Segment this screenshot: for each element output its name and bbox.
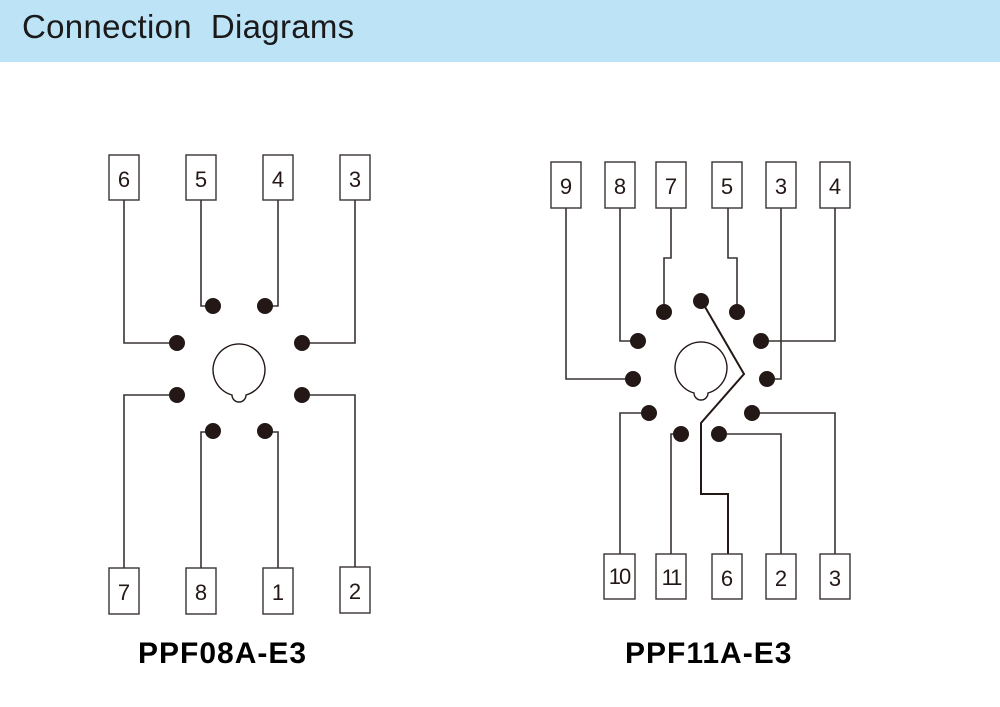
terminal-box: 10 bbox=[603, 553, 636, 600]
header-banner: Connection Diagrams bbox=[0, 0, 1000, 62]
terminal-box: 6 bbox=[108, 154, 140, 201]
pin bbox=[205, 298, 221, 314]
terminal-box: 5 bbox=[711, 161, 743, 209]
terminal-box: 4 bbox=[262, 154, 294, 201]
terminal-label: 5 bbox=[721, 174, 733, 199]
pin bbox=[205, 423, 221, 439]
pin bbox=[257, 423, 273, 439]
terminal-box: 2 bbox=[339, 566, 371, 614]
terminal-box: 11 bbox=[655, 553, 687, 600]
terminal-label: 9 bbox=[560, 174, 572, 199]
terminal-box: 9 bbox=[550, 161, 582, 209]
wire-5 bbox=[200, 200, 213, 307]
terminal-box: 3 bbox=[765, 161, 797, 209]
pin bbox=[625, 371, 641, 387]
pin bbox=[711, 426, 727, 442]
pin bbox=[169, 335, 185, 351]
pin bbox=[693, 293, 709, 309]
terminal-box: 7 bbox=[655, 161, 687, 209]
wire-7 bbox=[123, 394, 177, 571]
pin bbox=[257, 298, 273, 314]
terminal-label: 3 bbox=[829, 566, 841, 591]
terminal-box: 1 bbox=[262, 567, 294, 615]
wire-9 bbox=[565, 208, 633, 380]
diagram-ppf11a: 9 8 7 5 3 4 10 11 6 2 3 bbox=[550, 161, 851, 600]
pin bbox=[656, 304, 672, 320]
model-label-ppf08a: PPF08A-E3 bbox=[138, 637, 308, 670]
pin bbox=[630, 333, 646, 349]
terminal-label: 1 bbox=[272, 580, 284, 605]
wire-8 bbox=[619, 208, 638, 342]
terminal-box: 4 bbox=[819, 161, 851, 209]
terminal-label: 3 bbox=[775, 174, 787, 199]
terminal-box: 7 bbox=[108, 567, 140, 615]
pin bbox=[744, 405, 760, 421]
terminal-label: 8 bbox=[614, 174, 626, 199]
terminal-label: 4 bbox=[272, 167, 284, 192]
diagram-ppf08a: 6 5 4 3 7 8 1 2 bbox=[108, 154, 371, 615]
wire-5 bbox=[727, 208, 738, 312]
terminal-box: 3 bbox=[339, 154, 371, 201]
terminal-label: 7 bbox=[118, 580, 130, 605]
pin bbox=[294, 387, 310, 403]
terminal-label: 6 bbox=[721, 566, 733, 591]
terminal-label: 3 bbox=[349, 167, 361, 192]
wire-3-top bbox=[767, 208, 782, 380]
wire-4 bbox=[265, 200, 279, 307]
pin bbox=[729, 304, 745, 320]
wire-1 bbox=[265, 431, 279, 571]
pin bbox=[169, 387, 185, 403]
pin bbox=[294, 335, 310, 351]
terminal-box: 6 bbox=[711, 553, 743, 600]
terminal-box: 8 bbox=[604, 161, 636, 209]
wire-2 bbox=[302, 394, 356, 571]
wire-10 bbox=[619, 412, 649, 554]
pin bbox=[673, 426, 689, 442]
wire-2 bbox=[719, 433, 782, 554]
pin bbox=[759, 371, 775, 387]
wire-8 bbox=[200, 431, 213, 571]
terminal-label: 7 bbox=[665, 174, 677, 199]
wire-3 bbox=[302, 200, 356, 344]
terminal-label: 4 bbox=[829, 174, 841, 199]
socket-key-icon bbox=[674, 341, 728, 401]
wire-3-bottom bbox=[752, 412, 836, 554]
terminal-box: 2 bbox=[765, 553, 797, 600]
wire-11 bbox=[670, 433, 681, 554]
wire-4 bbox=[761, 208, 836, 342]
terminal-label: 6 bbox=[118, 167, 130, 192]
pin bbox=[641, 405, 657, 421]
socket-key-icon bbox=[212, 343, 266, 403]
terminal-label: 2 bbox=[349, 579, 361, 604]
wire-7 bbox=[663, 208, 672, 312]
page-title: Connection Diagrams bbox=[22, 8, 355, 45]
model-label-ppf11a: PPF11A-E3 bbox=[625, 637, 793, 670]
terminal-label: 10 bbox=[609, 564, 631, 589]
terminal-label: 2 bbox=[775, 566, 787, 591]
terminal-box: 3 bbox=[819, 553, 851, 600]
terminal-label: 8 bbox=[195, 580, 207, 605]
wire-6 bbox=[700, 299, 746, 554]
terminal-label: 5 bbox=[195, 167, 207, 192]
terminal-box: 5 bbox=[185, 154, 217, 201]
pin bbox=[753, 333, 769, 349]
terminal-box: 8 bbox=[185, 567, 217, 615]
terminal-label: 11 bbox=[662, 565, 683, 590]
wire-6 bbox=[123, 200, 177, 344]
